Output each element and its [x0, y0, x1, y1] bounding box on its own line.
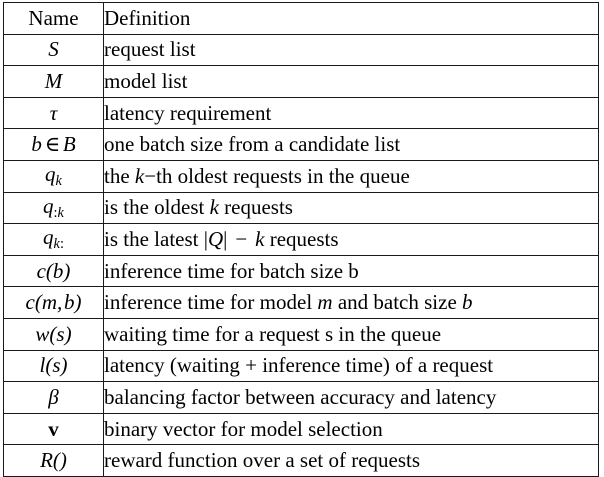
definition-text: is the oldest k requests [104, 195, 293, 220]
definition-cell: waiting time for a request s in the queu… [103, 317, 599, 351]
symbol-q-colon-k: q:k [43, 193, 64, 221]
table-row: b∈B one batch size from a candidate list [3, 128, 599, 161]
definition-text: inference time for batch size b [104, 258, 359, 283]
symbol-M: M [44, 68, 63, 93]
definition-cell: model list [103, 65, 599, 98]
symbol-c-b: c(b) [36, 258, 71, 283]
definition-text: latency (waiting + inference time) of a … [104, 353, 494, 378]
table-row: τ latency requirement [3, 96, 599, 130]
definition-cell: the k−th oldest requests in the queue [103, 159, 599, 193]
table-header-row: Name Definition [3, 2, 599, 35]
definition-text: inference time for model m and batch siz… [104, 290, 473, 315]
definition-cell: binary vector for model selection [103, 412, 599, 446]
definition-text: one batch size from a candidate list [104, 132, 401, 157]
definition-cell: is the latest |Q| − k requests [103, 223, 599, 256]
symbol-cell: qk: [3, 223, 104, 256]
definition-cell: inference time for model m and batch siz… [103, 286, 599, 319]
symbol-cell: τ [3, 96, 104, 130]
symbol-cell: q:k [3, 191, 104, 225]
definition-text: binary vector for model selection [104, 416, 383, 441]
table-row: β balancing factor between accuracy and … [3, 381, 599, 414]
definition-text: balancing factor between accuracy and la… [104, 384, 497, 409]
symbol-S: S [48, 37, 59, 62]
symbol-cell: S [3, 33, 104, 67]
symbol-beta: β [48, 384, 59, 409]
symbol-R-function: R() [40, 448, 67, 473]
definition-cell: latency requirement [103, 96, 599, 130]
table-row: l(s) latency (waiting + inference time) … [3, 349, 599, 383]
symbol-c-m-b: c(m, b) [25, 290, 82, 315]
symbol-cell: c(m, b) [3, 286, 104, 319]
definition-text: is the latest |Q| − k requests [104, 226, 339, 251]
table-row: qk: is the latest |Q| − k requests [3, 223, 599, 256]
symbol-l-s: l(s) [39, 353, 68, 378]
table-row: v binary vector for model selection [3, 412, 599, 446]
symbol-cell: M [3, 65, 104, 98]
table-body: Name Definition S request list M model l… [3, 2, 599, 477]
definition-text: request list [104, 37, 196, 62]
definition-cell: latency (waiting + inference time) of a … [103, 349, 599, 383]
symbol-cell: w(s) [3, 317, 104, 351]
symbol-cell: v [3, 412, 104, 446]
definition-cell: request list [103, 33, 599, 67]
symbol-w-s: w(s) [35, 321, 72, 346]
definition-text: the k−th oldest requests in the queue [104, 163, 410, 188]
symbol-cell: l(s) [3, 349, 104, 383]
table-row: q:k is the oldest k requests [3, 191, 599, 225]
table-row: M model list [3, 65, 599, 98]
table-row: c(m, b) inference time for model m and b… [3, 286, 599, 319]
header-cell-definition: Definition [103, 2, 599, 35]
symbol-b-in-B: b∈B [31, 132, 76, 157]
definition-text: latency requirement [104, 100, 272, 125]
definition-cell: reward function over a set of requests [103, 444, 599, 477]
symbol-q-k: qk [45, 162, 62, 190]
definition-cell: balancing factor between accuracy and la… [103, 381, 599, 414]
table-row: S request list [3, 33, 599, 67]
symbol-v-vector: v [48, 416, 59, 441]
symbol-cell: b∈B [3, 128, 104, 161]
definition-cell: one batch size from a candidate list [103, 128, 599, 161]
element-of-icon: ∈ [44, 132, 61, 157]
table-row: w(s) waiting time for a request s in the… [3, 317, 599, 351]
symbol-tau: τ [49, 100, 58, 125]
header-label-name: Name [28, 5, 79, 30]
header-cell-name: Name [3, 2, 104, 35]
symbol-q-k-colon: qk: [43, 225, 64, 253]
symbol-cell: qk [3, 159, 104, 193]
definition-text: model list [104, 68, 188, 93]
header-label-definition: Definition [104, 5, 191, 30]
notation-table: Name Definition S request list M model l… [3, 2, 599, 477]
symbol-cell: β [3, 381, 104, 414]
table-row: c(b) inference time for batch size b [3, 254, 599, 288]
definition-cell: inference time for batch size b [103, 254, 599, 288]
table-row: R() reward function over a set of reques… [3, 444, 599, 477]
table-row: qk the k−th oldest requests in the queue [3, 159, 599, 193]
symbol-cell: c(b) [3, 254, 104, 288]
definition-cell: is the oldest k requests [103, 191, 599, 225]
symbol-cell: R() [3, 444, 104, 477]
definition-text: waiting time for a request s in the queu… [104, 321, 442, 346]
definition-text: reward function over a set of requests [104, 448, 421, 473]
